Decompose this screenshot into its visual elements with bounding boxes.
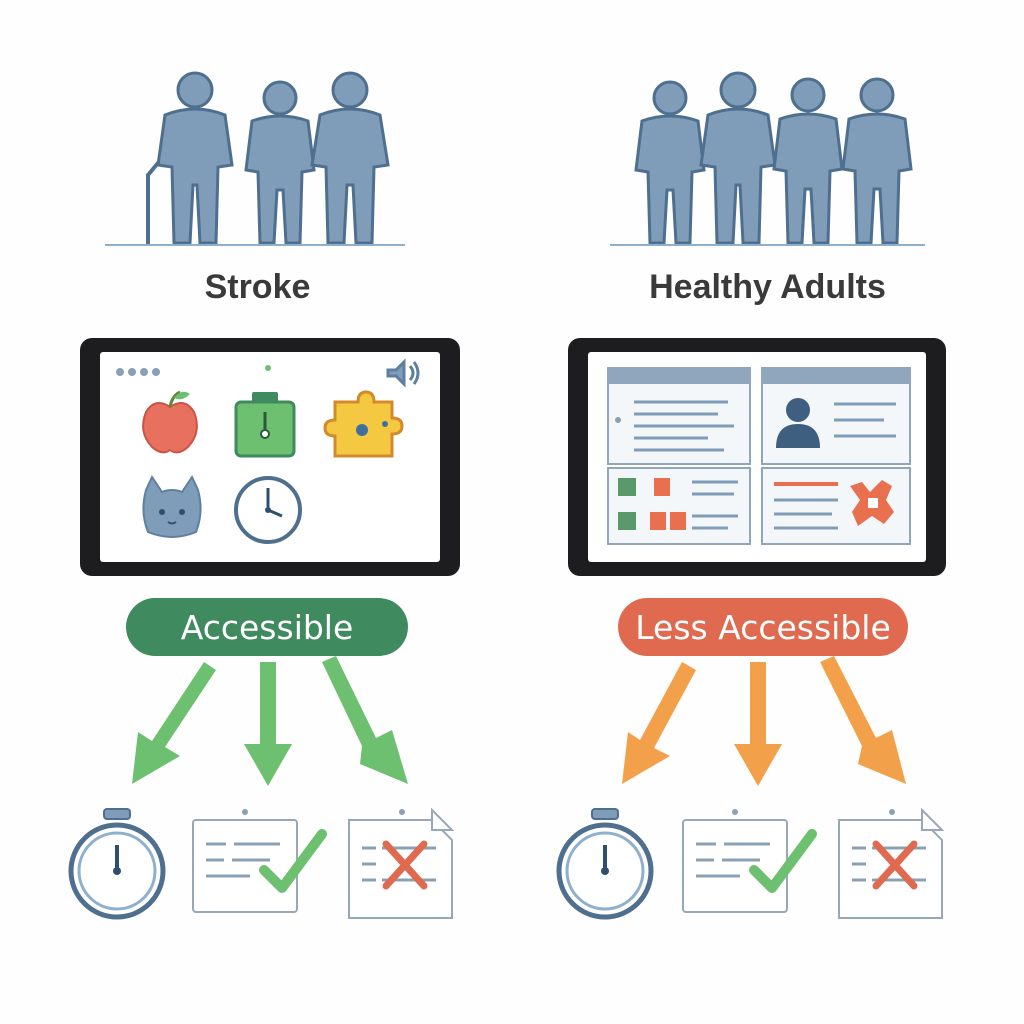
stroke-people-icon <box>105 71 405 246</box>
orange-arrows-icon <box>622 656 906 786</box>
green-arrows-icon <box>132 656 408 786</box>
checklist-x-icon <box>348 807 455 919</box>
stopwatch-icon <box>556 808 654 920</box>
checklist-check-icon <box>192 809 327 913</box>
checklist-check-icon <box>682 809 817 913</box>
less-accessible-ui-panels <box>607 367 911 545</box>
group-label-stroke: Stroke <box>204 268 311 306</box>
puzzle-icon <box>323 390 404 458</box>
group-label-healthy-adults: Healthy Adults <box>649 268 886 306</box>
accessible-badge: Accessible <box>126 598 408 656</box>
menu-dots-icon <box>116 368 160 376</box>
healthy-adults-people-icon <box>610 71 925 246</box>
clock-icon <box>234 476 302 544</box>
speaker-icon <box>386 358 420 388</box>
timer-box-icon <box>234 392 296 458</box>
checklist-x-icon <box>838 807 945 919</box>
stopwatch-icon <box>68 808 166 920</box>
less-accessible-badge: Less Accessible <box>618 598 908 656</box>
accessible-ui-icons <box>116 358 420 544</box>
apple-icon <box>142 390 198 454</box>
cat-icon <box>142 474 202 538</box>
